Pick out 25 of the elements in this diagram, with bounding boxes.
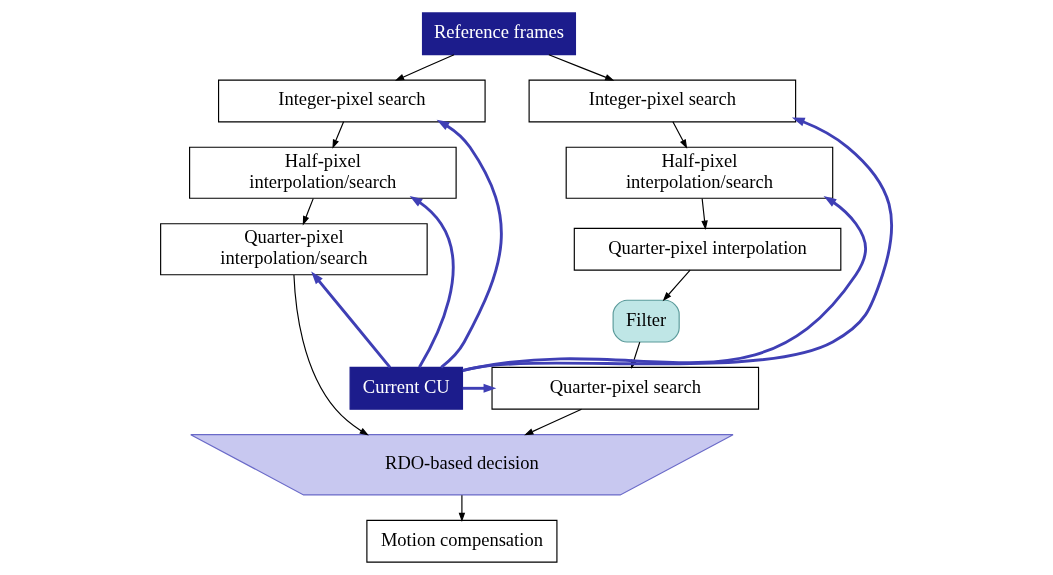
arrow bbox=[701, 198, 708, 230]
arrow bbox=[462, 383, 497, 393]
arrow bbox=[548, 54, 615, 81]
arrow bbox=[293, 274, 369, 436]
node-box: Half-pixel interpolation/search bbox=[565, 146, 834, 199]
node-box: Current CU bbox=[349, 366, 464, 410]
node-box: Quarter-pixel search bbox=[491, 366, 760, 410]
node-box: Reference frames bbox=[421, 12, 577, 56]
node-box: Quarter-pixel interpolation bbox=[573, 227, 842, 271]
arrow bbox=[311, 271, 392, 369]
arrow bbox=[524, 408, 583, 436]
arrow bbox=[436, 119, 503, 369]
arrow bbox=[332, 121, 345, 149]
arrow bbox=[394, 54, 455, 81]
arrow bbox=[672, 121, 688, 149]
arrow bbox=[458, 494, 466, 523]
node-box: Integer-pixel search bbox=[528, 79, 797, 123]
node-box: Filter bbox=[612, 299, 680, 343]
node-box: Quarter-pixel interpolation/search bbox=[160, 223, 428, 276]
arrow bbox=[662, 269, 691, 302]
node-box: Half-pixel interpolation/search bbox=[189, 146, 457, 199]
node-box: Integer-pixel search bbox=[218, 79, 486, 123]
arrow bbox=[302, 198, 314, 226]
arrow bbox=[409, 195, 455, 368]
node-box: Motion compensation bbox=[366, 519, 558, 563]
